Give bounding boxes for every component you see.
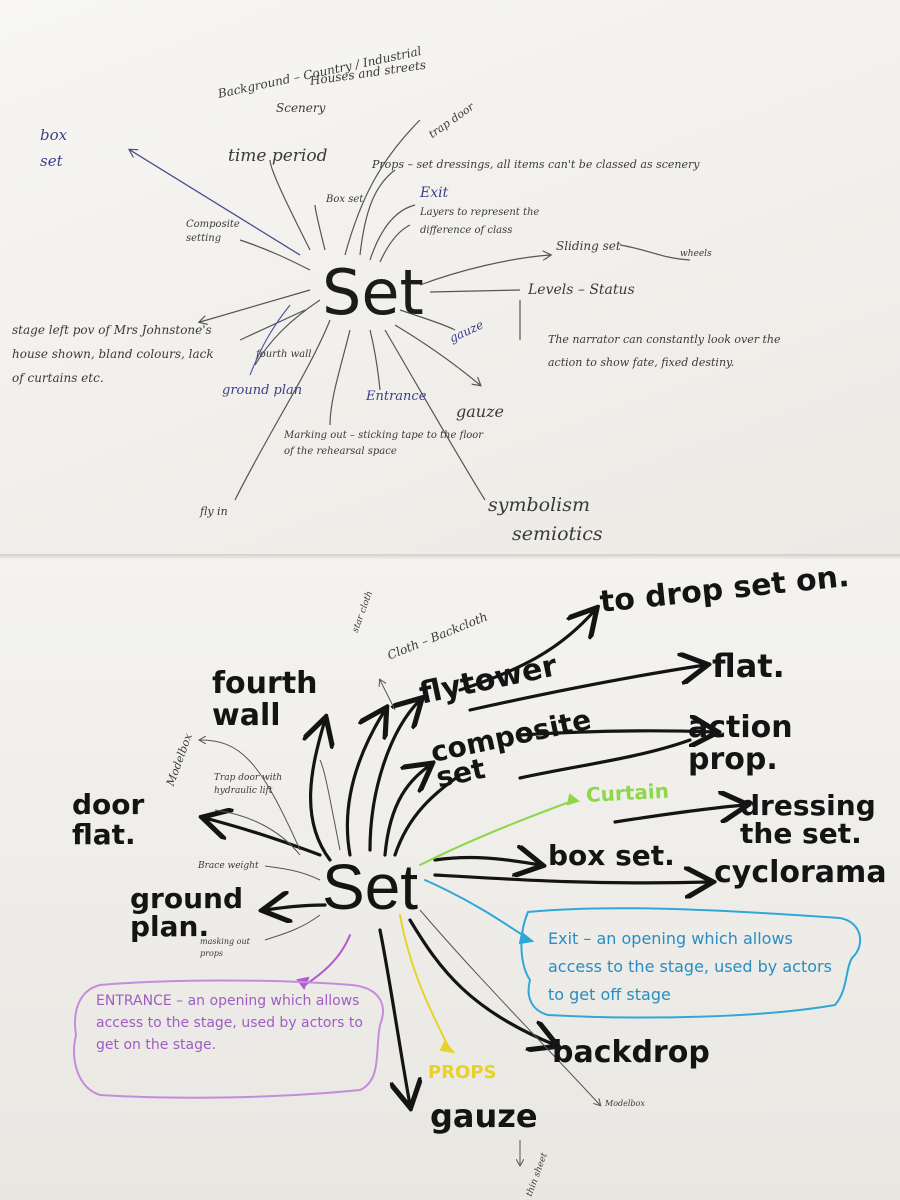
paper-seam	[0, 554, 900, 559]
top-symbolism-label: symbolism	[488, 494, 591, 516]
top-paper-sheet	[0, 0, 900, 556]
top-layers-note: Layers to represent the difference of cl…	[420, 207, 540, 236]
bottom-gauze-label: gauze	[430, 1097, 538, 1135]
bottom-fourth-wall-label: fourth wall	[212, 666, 318, 733]
bottom-action-prop-label: action prop.	[688, 710, 793, 777]
bottom-ground-plan-label: ground plan.	[130, 882, 243, 943]
bottom-box-set-label: box set.	[548, 839, 675, 872]
top-stage-left-note: stage left pov of Mrs Johnstone's house …	[12, 323, 214, 385]
bottom-props-label: PROPS	[428, 1062, 497, 1083]
top-gauze-label: gauze	[456, 402, 504, 421]
top-scenery-label: Scenery	[276, 101, 326, 115]
top-ground-plan-label: ground plan	[222, 383, 303, 398]
bottom-center-set: Set	[322, 851, 419, 923]
top-sliding-set-label: Sliding set	[556, 239, 621, 253]
top-levels-label: Levels – Status	[528, 282, 635, 298]
bottom-exit-box: Exit – an opening which allows access to…	[548, 929, 832, 1004]
bottom-modelbox2-label: Modelbox	[605, 1099, 645, 1108]
bottom-flat-label: flat.	[712, 647, 785, 685]
top-fly-in-label: fly in	[200, 505, 228, 518]
top-props-note: Props – set dressings, all items can't b…	[372, 158, 700, 171]
top-fourth-wall-label: fourth wall	[256, 349, 312, 360]
top-center-set: Set	[322, 256, 424, 329]
top-entrance-label: Entrance	[366, 389, 427, 404]
bottom-cyclorama-label: cyclorama	[714, 855, 887, 890]
bottom-curtain-label: Curtain	[585, 778, 670, 807]
top-semiotics-label: semiotics	[512, 523, 603, 545]
bottom-map-branches	[205, 610, 745, 1105]
top-composite-label: Composite setting	[186, 219, 240, 244]
top-marking-note: Marking out – sticking tape to the floor…	[284, 430, 484, 457]
bottom-masking-note: masking out props	[200, 937, 250, 958]
bottom-brace-label: Brace weight	[198, 861, 259, 871]
bottom-backdrop-label: backdrop	[552, 1035, 710, 1070]
bottom-trap-door-note: Trap door with hydraulic lift	[214, 773, 283, 796]
bottom-paper-sheet	[0, 558, 900, 1200]
bottom-dressing-label: dressing the set.	[740, 789, 876, 850]
top-box-set-blue: box set	[40, 126, 68, 170]
top-map-branches	[130, 119, 691, 501]
top-time-period-label: time period	[228, 146, 328, 166]
top-wheels-label: wheels	[680, 249, 712, 259]
bottom-entrance-box: ENTRANCE – an opening which allows acces…	[96, 993, 363, 1053]
top-box-set-label: Box set	[326, 194, 364, 205]
top-narrator-note: The narrator can constantly look over th…	[548, 333, 781, 369]
bottom-door-flat-label: door flat.	[72, 788, 145, 851]
top-exit-label: Exit	[420, 185, 449, 201]
